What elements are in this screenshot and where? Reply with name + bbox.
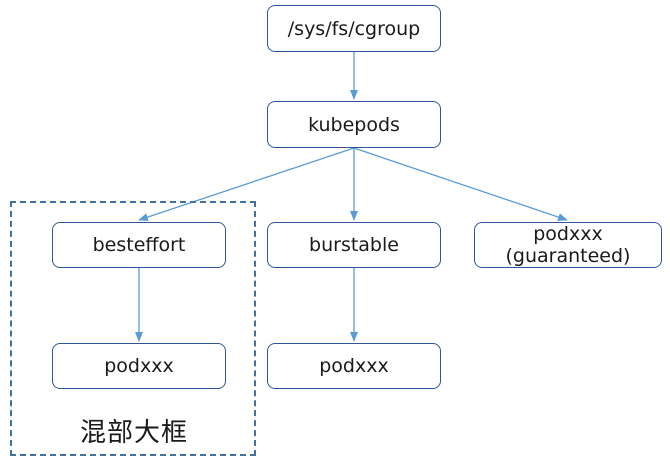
- colocation-group-label: 混部大框: [80, 418, 189, 448]
- node-cgroup-root-label: /sys/fs/cgroup: [287, 17, 421, 40]
- node-burstable-pod[interactable]: podxxx: [267, 343, 441, 389]
- node-burstable-pod-label: podxxx: [319, 355, 389, 377]
- edge-kubepods-to-besteffort: [138, 147, 355, 221]
- colocation-group-frame: [10, 201, 256, 456]
- node-besteffort-pod[interactable]: podxxx: [52, 343, 226, 389]
- node-kubepods[interactable]: kubepods: [267, 101, 441, 148]
- node-burstable[interactable]: burstable: [267, 222, 441, 268]
- node-kubepods-label: kubepods: [308, 113, 400, 136]
- node-besteffort-label: besteffort: [92, 234, 186, 256]
- node-cgroup-root[interactable]: /sys/fs/cgroup: [267, 5, 441, 52]
- node-guaranteed-pod-label: podxxx (guaranteed): [505, 223, 631, 267]
- node-burstable-label: burstable: [309, 234, 399, 256]
- node-besteffort[interactable]: besteffort: [52, 222, 226, 268]
- edge-kubepods-to-guaranteed-pod: [353, 147, 568, 221]
- node-besteffort-pod-label: podxxx: [104, 355, 174, 377]
- node-guaranteed-pod[interactable]: podxxx (guaranteed): [474, 222, 662, 268]
